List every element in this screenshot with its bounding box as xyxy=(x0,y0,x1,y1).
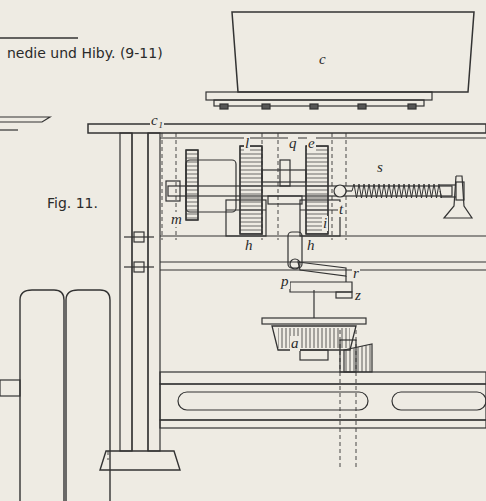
part-letter: c xyxy=(318,52,327,67)
figure-number: Fig. 11. xyxy=(46,196,99,210)
part-letter: e xyxy=(307,136,316,151)
part-letter: i xyxy=(322,216,328,231)
part-letter: h xyxy=(244,238,254,253)
spring-coil xyxy=(352,184,442,198)
part-letter: a xyxy=(290,336,300,351)
part-letter: c₁ xyxy=(150,113,164,128)
part-letter: l xyxy=(244,136,250,151)
part-letter: t xyxy=(338,202,344,217)
part-letter: p xyxy=(280,274,290,289)
part-letter: q xyxy=(288,136,298,151)
part-letter: s xyxy=(376,160,384,175)
part-letter: h xyxy=(306,238,316,253)
part-letter: r xyxy=(352,266,360,281)
plate-title: nedie und Hiby. (9-11) xyxy=(6,46,164,60)
part-letter: m xyxy=(170,212,183,227)
part-letter: z xyxy=(354,288,362,303)
